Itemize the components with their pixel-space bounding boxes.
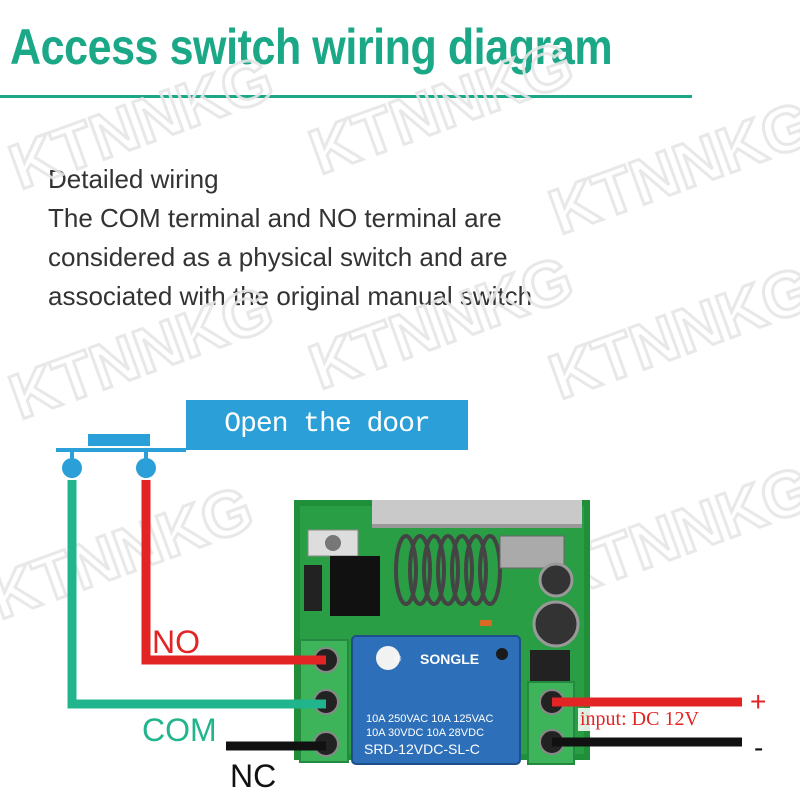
- power-plus-label: +: [750, 686, 767, 717]
- com-terminal-label: COM: [142, 712, 217, 748]
- power-input-label: input: DC 12V: [578, 708, 701, 731]
- nc-terminal-label: NC: [230, 758, 277, 794]
- door-button: [56, 434, 186, 478]
- relay-brand: SONGLE: [420, 651, 479, 667]
- svg-text:KTNNKG: KTNNKG: [300, 27, 582, 188]
- description-block: Detailed wiring The COM terminal and NO …: [48, 160, 532, 316]
- title-underline: [0, 95, 692, 98]
- power-terminal-block: [527, 681, 575, 765]
- no-wire: [141, 480, 326, 665]
- description-line-2: considered as a physical switch and are: [48, 242, 508, 272]
- svg-text:KTNNKG: KTNNKG: [300, 242, 582, 403]
- svg-text:KTNNKG: KTNNKG: [0, 472, 262, 633]
- description-heading: Detailed wiring: [48, 164, 219, 194]
- relay-model: SRD-12VDC-SL-C: [364, 741, 480, 757]
- description-line-1: The COM terminal and NO terminal are: [48, 203, 502, 233]
- power-minus-label: -: [754, 732, 764, 763]
- page-title: Access switch wiring diagram: [10, 19, 613, 75]
- svg-text:KTNNKG: KTNNKG: [540, 252, 800, 413]
- description-line-3: associated with the original manual swit…: [48, 281, 533, 311]
- no-terminal-label: NO: [152, 624, 200, 660]
- relay: ® SONGLE 10A 250VAC 10A 125VAC 10A 30VDC…: [351, 635, 521, 765]
- relay-rating-2: 10A 30VDC 10A 28VDC: [366, 727, 484, 739]
- svg-text:®: ®: [394, 654, 402, 665]
- relay-rating-1: 10A 250VAC 10A 125VAC: [366, 713, 493, 725]
- door-button-label: Open the door button: [186, 400, 468, 490]
- svg-text:KTNNKG: KTNNKG: [540, 87, 800, 248]
- com-wire: [67, 480, 326, 709]
- svg-text:KTNNKG: KTNNKG: [0, 42, 282, 203]
